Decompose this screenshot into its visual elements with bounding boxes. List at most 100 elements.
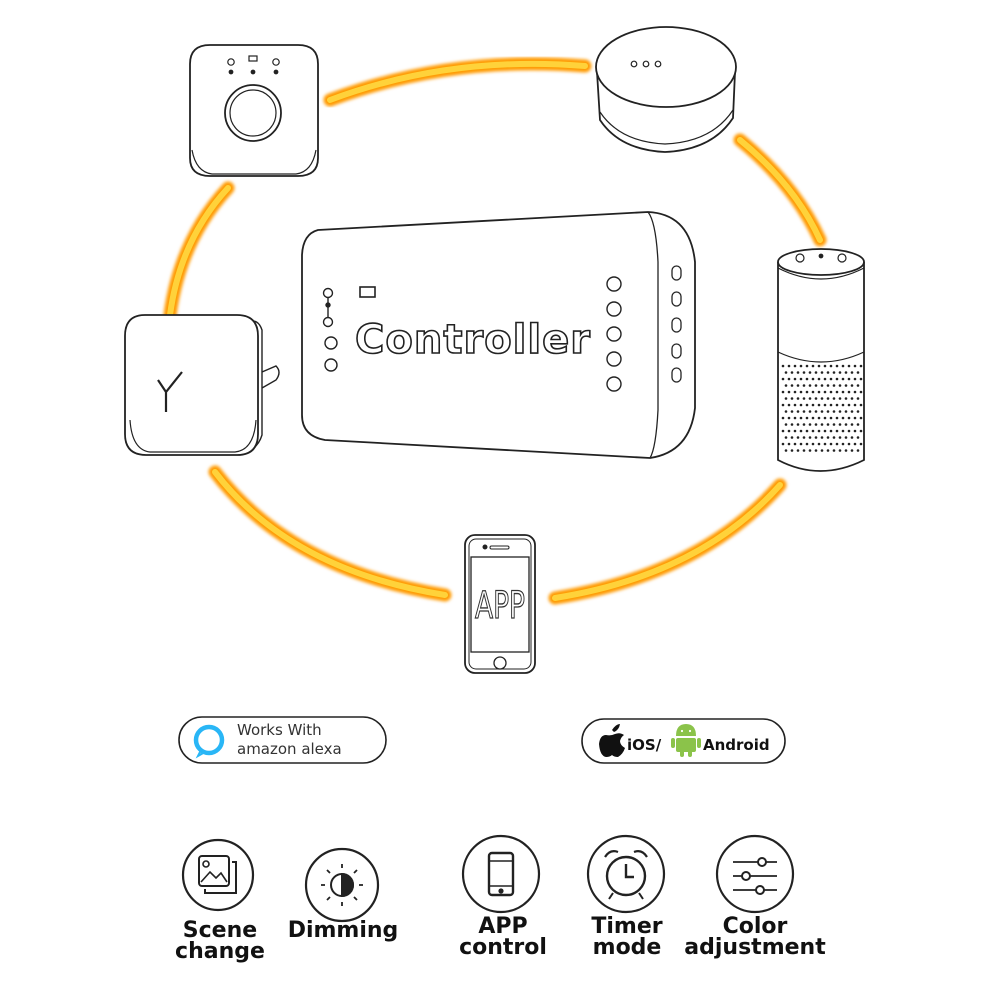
grille-dot <box>811 416 815 420</box>
feature-dimming <box>304 847 380 923</box>
alexa-badge-line2: amazon alexa <box>237 740 342 758</box>
grille-dot <box>793 377 797 381</box>
grille-dot <box>838 423 842 426</box>
grille-dot <box>856 371 860 374</box>
smart-plug-device <box>124 314 280 456</box>
grille-dot <box>781 364 785 368</box>
grille-dot <box>859 429 863 433</box>
arc-phone-to-plug <box>208 465 452 602</box>
ios-label: iOS/ <box>627 736 662 754</box>
grille-dot <box>799 403 803 407</box>
feature-app-control <box>461 834 541 914</box>
ios-android-badge: iOS/ Android <box>581 718 786 764</box>
grille-dot <box>805 442 809 446</box>
grille-dot <box>799 364 803 368</box>
grille-dot <box>823 377 827 381</box>
grille-dot <box>784 397 788 400</box>
grille-dot <box>808 371 812 374</box>
grille-dot <box>856 384 860 387</box>
grille-dot <box>796 423 800 426</box>
mini-smart-speaker-device <box>595 26 737 153</box>
grille-dot <box>802 397 806 400</box>
grille-dot <box>787 429 791 433</box>
scene-photo-icon <box>198 855 237 894</box>
grille-dot <box>841 442 845 446</box>
grille-dot <box>817 416 821 420</box>
grille-dot <box>814 436 818 439</box>
grille-dot <box>847 390 851 394</box>
grille-dot <box>829 390 833 394</box>
grille-dot <box>847 403 851 407</box>
tall-smart-speaker-device <box>777 248 865 472</box>
grille-dot <box>802 436 806 439</box>
grille-dot <box>799 442 803 446</box>
grille-dot <box>817 364 821 368</box>
grille-dot <box>811 377 815 381</box>
grille-dot <box>814 410 818 413</box>
grille-dot <box>850 410 854 413</box>
feature-label-app-control: APP control <box>459 914 547 960</box>
grille-dot <box>823 390 827 394</box>
grille-dot <box>820 449 824 452</box>
grille-dot <box>781 390 785 394</box>
grille-dot <box>853 416 857 420</box>
grille-dot <box>802 384 806 387</box>
grille-dot <box>796 449 800 452</box>
grille-dot <box>856 449 860 452</box>
grille-dot <box>835 390 839 394</box>
grille-dot <box>847 442 851 446</box>
grille-dot <box>802 449 806 452</box>
grille-dot <box>805 390 809 394</box>
grille-dot <box>808 410 812 413</box>
grille-dot <box>811 403 815 407</box>
grille-dot <box>823 403 827 407</box>
grille-dot <box>832 384 836 387</box>
grille-dot <box>853 377 857 381</box>
grille-dot <box>787 416 791 420</box>
grille-dot <box>820 371 824 374</box>
grille-dot <box>796 371 800 374</box>
grille-dot <box>790 449 794 452</box>
grille-dot <box>847 416 851 420</box>
grille-dot <box>823 364 827 368</box>
grille-dot <box>850 371 854 374</box>
grille-dot <box>793 364 797 368</box>
grille-dot <box>802 423 806 426</box>
grille-dot <box>826 410 830 413</box>
grille-dot <box>832 371 836 374</box>
grille-dot <box>856 410 860 413</box>
grille-dot <box>832 423 836 426</box>
grille-dot <box>841 429 845 433</box>
alarm-clock-icon <box>604 850 648 900</box>
grille-dot <box>811 442 815 446</box>
grille-dot <box>784 410 788 413</box>
grille-dot <box>832 436 836 439</box>
grille-dot <box>829 442 833 446</box>
grille-dot <box>829 364 833 368</box>
grille-dot <box>844 371 848 374</box>
grille-dot <box>841 377 845 381</box>
grille-dot <box>820 397 824 400</box>
grille-dot <box>814 423 818 426</box>
sliders-icon <box>733 857 777 895</box>
grille-dot <box>793 390 797 394</box>
grille-dot <box>829 377 833 381</box>
grille-dot <box>844 397 848 400</box>
grille-dot <box>787 364 791 368</box>
grille-dot <box>808 436 812 439</box>
grille-dot <box>790 384 794 387</box>
grille-dot <box>796 384 800 387</box>
grille-dot <box>859 390 863 394</box>
grille-dot <box>844 410 848 413</box>
grille-dot <box>847 377 851 381</box>
grille-dot <box>817 390 821 394</box>
grille-dot <box>856 397 860 400</box>
grille-dot <box>853 403 857 407</box>
grille-dot <box>793 403 797 407</box>
grille-dot <box>790 423 794 426</box>
grille-dot <box>841 416 845 420</box>
grille-dot <box>793 429 797 433</box>
smartphone-icon <box>487 851 515 897</box>
grille-dot <box>799 429 803 433</box>
grille-dot <box>856 436 860 439</box>
